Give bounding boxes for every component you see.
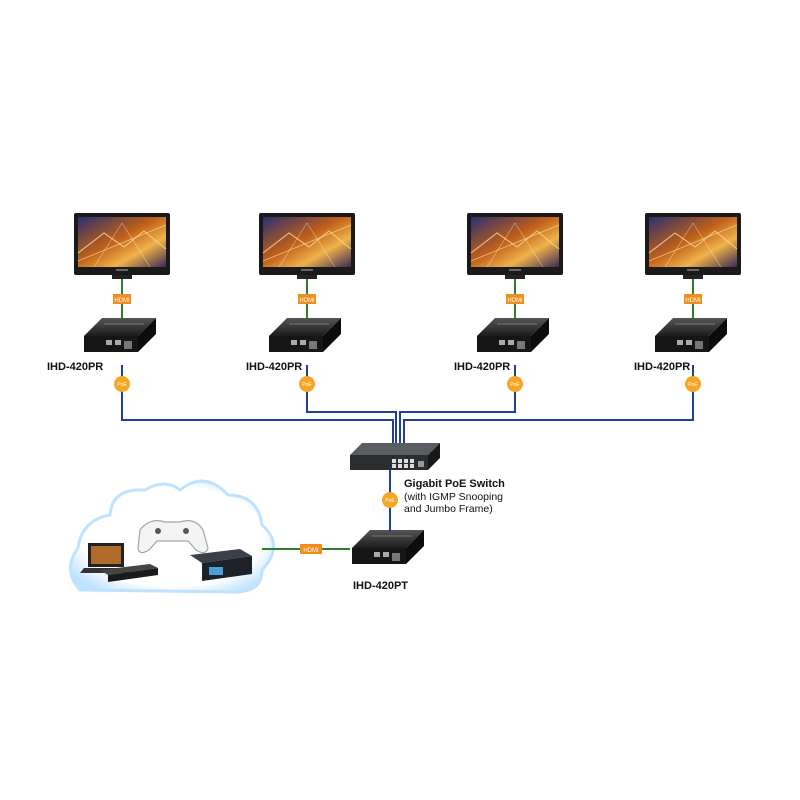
receiver-label-3: IHD-420PR [454, 361, 511, 373]
receiver-unit-2 [268, 317, 342, 353]
game-console-icon [190, 549, 252, 581]
transmitter-unit [351, 529, 425, 565]
switch-subtitle-line1: (with IGMP Snooping [404, 491, 504, 503]
receiver-group-1: HDMI PoE [73, 212, 171, 392]
poe-cable-receiver-4 [403, 365, 694, 445]
receiver-group-4: HDMI PoE [644, 212, 742, 392]
poe-cable-receiver-1 [121, 365, 394, 445]
hdmi-tag-source-text: HDMI [303, 548, 319, 554]
hdmi-tag-4 [684, 294, 702, 304]
poe-badge-2 [299, 376, 315, 392]
poe-switch [350, 443, 440, 470]
poe-badge-4 [685, 376, 701, 392]
hdmi-tag-text-2: HDMI [299, 298, 315, 304]
receiver-label-2: IHD-420PR [246, 361, 303, 373]
receiver-unit-3 [476, 317, 550, 353]
tv-display-icon-1 [73, 212, 171, 280]
poe-badge-switch-text: PoE [385, 498, 395, 504]
switch-title: Gigabit PoE Switch [404, 478, 505, 490]
tv-display-icon-3 [466, 212, 564, 280]
poe-badge-text-3: PoE [510, 382, 520, 388]
receiver-group-3: HDMI PoE [466, 212, 564, 392]
poe-badge-text-1: PoE [117, 382, 127, 388]
receiver-group-2: HDMI PoE [258, 212, 356, 392]
receiver-unit-4 [654, 317, 728, 353]
hdmi-tag-text-1: HDMI [114, 298, 130, 304]
receiver-label-4: IHD-420PR [634, 361, 691, 373]
tv-display-icon-2 [258, 212, 356, 280]
receiver-unit-1 [83, 317, 157, 353]
poe-cable-receiver-2 [306, 365, 397, 445]
hdmi-tag-source [300, 544, 322, 554]
receiver-cables [121, 365, 694, 445]
media-player-icon [100, 564, 158, 582]
hdmi-tag-text-3: HDMI [507, 298, 523, 304]
transmitter-label: IHD-420PT [353, 580, 409, 592]
game-controller-icon [137, 520, 209, 554]
hdmi-tag-1 [113, 294, 131, 304]
switch-subtitle-line2: and Jumbo Frame) [404, 503, 493, 515]
poe-badge-switch [382, 492, 398, 508]
poe-badge-text-2: PoE [302, 382, 312, 388]
poe-badge-text-4: PoE [688, 382, 698, 388]
hdmi-tag-text-4: HDMI [685, 298, 701, 304]
poe-cable-receiver-3 [399, 365, 516, 445]
receiver-groups: HDMI PoE HDMI PoE HDMI PoE HDMI PoE [73, 212, 742, 392]
poe-badge-3 [507, 376, 523, 392]
hdmi-tag-2 [298, 294, 316, 304]
tv-display-icon-4 [644, 212, 742, 280]
poe-badge-1 [114, 376, 130, 392]
receiver-label-1: IHD-420PR [47, 361, 104, 373]
hdmi-tag-3 [506, 294, 524, 304]
